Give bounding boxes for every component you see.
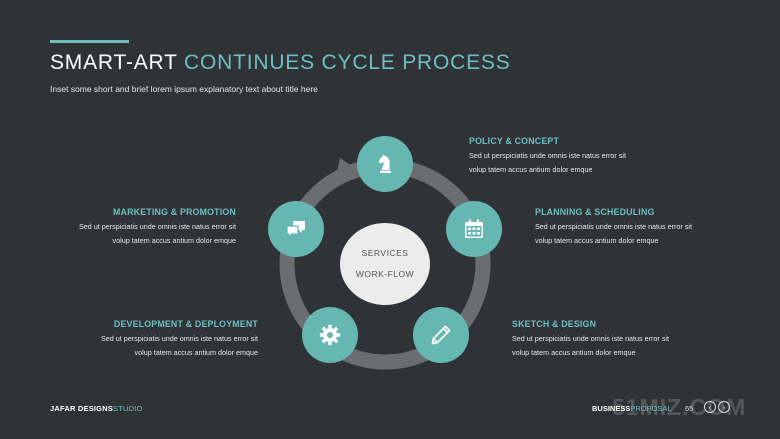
title-white-part: SMART-ART	[50, 51, 178, 74]
footer-brand-bold: JAFAR DESIGNS	[50, 404, 114, 413]
footer-section-accent: PROPOSAL	[630, 404, 672, 413]
node-planning-scheduling[interactable]	[446, 201, 502, 257]
next-page-button[interactable]: ›	[718, 401, 730, 413]
chat-bubbles-icon	[286, 221, 305, 239]
step-description-line2: volup tatem accus antium dolor emque	[112, 236, 236, 245]
step-title: SKETCH & DESIGN	[512, 319, 597, 329]
node-development-deployment[interactable]	[302, 307, 358, 363]
step-title: MARKETING & PROMOTION	[113, 207, 236, 217]
footer-brand-accent: STUDIO	[113, 404, 143, 413]
step-description-line2: volup tatem accus antium dolor emque	[134, 348, 258, 357]
prev-page-button[interactable]: ‹	[704, 401, 716, 413]
step-description-line1: Sed ut perspiciatis unde omnis iste natu…	[512, 334, 670, 343]
step-block-development: DEVELOPMENT & DEPLOYMENT Sed ut perspici…	[101, 317, 258, 360]
step-description-line1: Sed ut perspiciatis unde omnis iste natu…	[78, 222, 236, 231]
step-description-line1: Sed ut perspiciatis unde omnis iste natu…	[469, 151, 627, 160]
page-title: SMART-ART CONTINUES CYCLE PROCESS	[50, 51, 511, 75]
step-description-line2: volup tatem accus antium dolor emque	[535, 236, 659, 245]
page-subtitle: Inset some short and brief lorem ipsum e…	[50, 84, 318, 94]
node-sketch-design[interactable]	[413, 307, 469, 363]
center-label-line1: SERVICES	[361, 248, 409, 258]
chess-knight-icon	[378, 154, 391, 173]
pencil-icon	[431, 325, 451, 345]
step-block-policy: POLICY & CONCEPT Sed ut perspiciatis und…	[469, 134, 626, 177]
step-description-line1: Sed ut perspiciatis unde omnis iste natu…	[100, 334, 258, 343]
step-block-marketing: MARKETING & PROMOTION Sed ut perspiciati…	[79, 205, 236, 248]
step-title: PLANNING & SCHEDULING	[535, 207, 655, 217]
node-policy-concept[interactable]	[357, 136, 413, 192]
step-description-line1: Sed ut perspiciatis unde omnis iste natu…	[535, 222, 693, 231]
center-hub: SERVICES WORK-FLOW	[340, 223, 430, 305]
step-title: POLICY & CONCEPT	[469, 136, 560, 146]
center-label-line2: WORK-FLOW	[355, 269, 415, 279]
footer-brand: JAFAR DESIGNSSTUDIO	[50, 404, 143, 413]
footer-section: BUSINESSPROPOSAL	[592, 404, 672, 413]
cycle-arrow-head	[335, 158, 358, 182]
step-title: DEVELOPMENT & DEPLOYMENT	[113, 319, 258, 329]
title-accent-part: CONTINUES CYCLE PROCESS	[184, 51, 511, 74]
step-description-line2: volup tatem accus antium dolor emque	[469, 165, 593, 174]
title-accent-bar	[50, 40, 129, 43]
gear-icon	[319, 324, 341, 346]
calendar-icon	[465, 219, 483, 238]
node-marketing-promotion[interactable]	[268, 201, 324, 257]
step-description-line2: volup tatem accus antium dolor emque	[512, 348, 636, 357]
step-block-planning: PLANNING & SCHEDULING Sed ut perspiciati…	[535, 205, 692, 248]
step-block-sketch: SKETCH & DESIGN Sed ut perspiciatis unde…	[512, 317, 669, 360]
footer-section-bold: BUSINESS	[592, 404, 631, 413]
page-number: 65	[685, 404, 694, 413]
